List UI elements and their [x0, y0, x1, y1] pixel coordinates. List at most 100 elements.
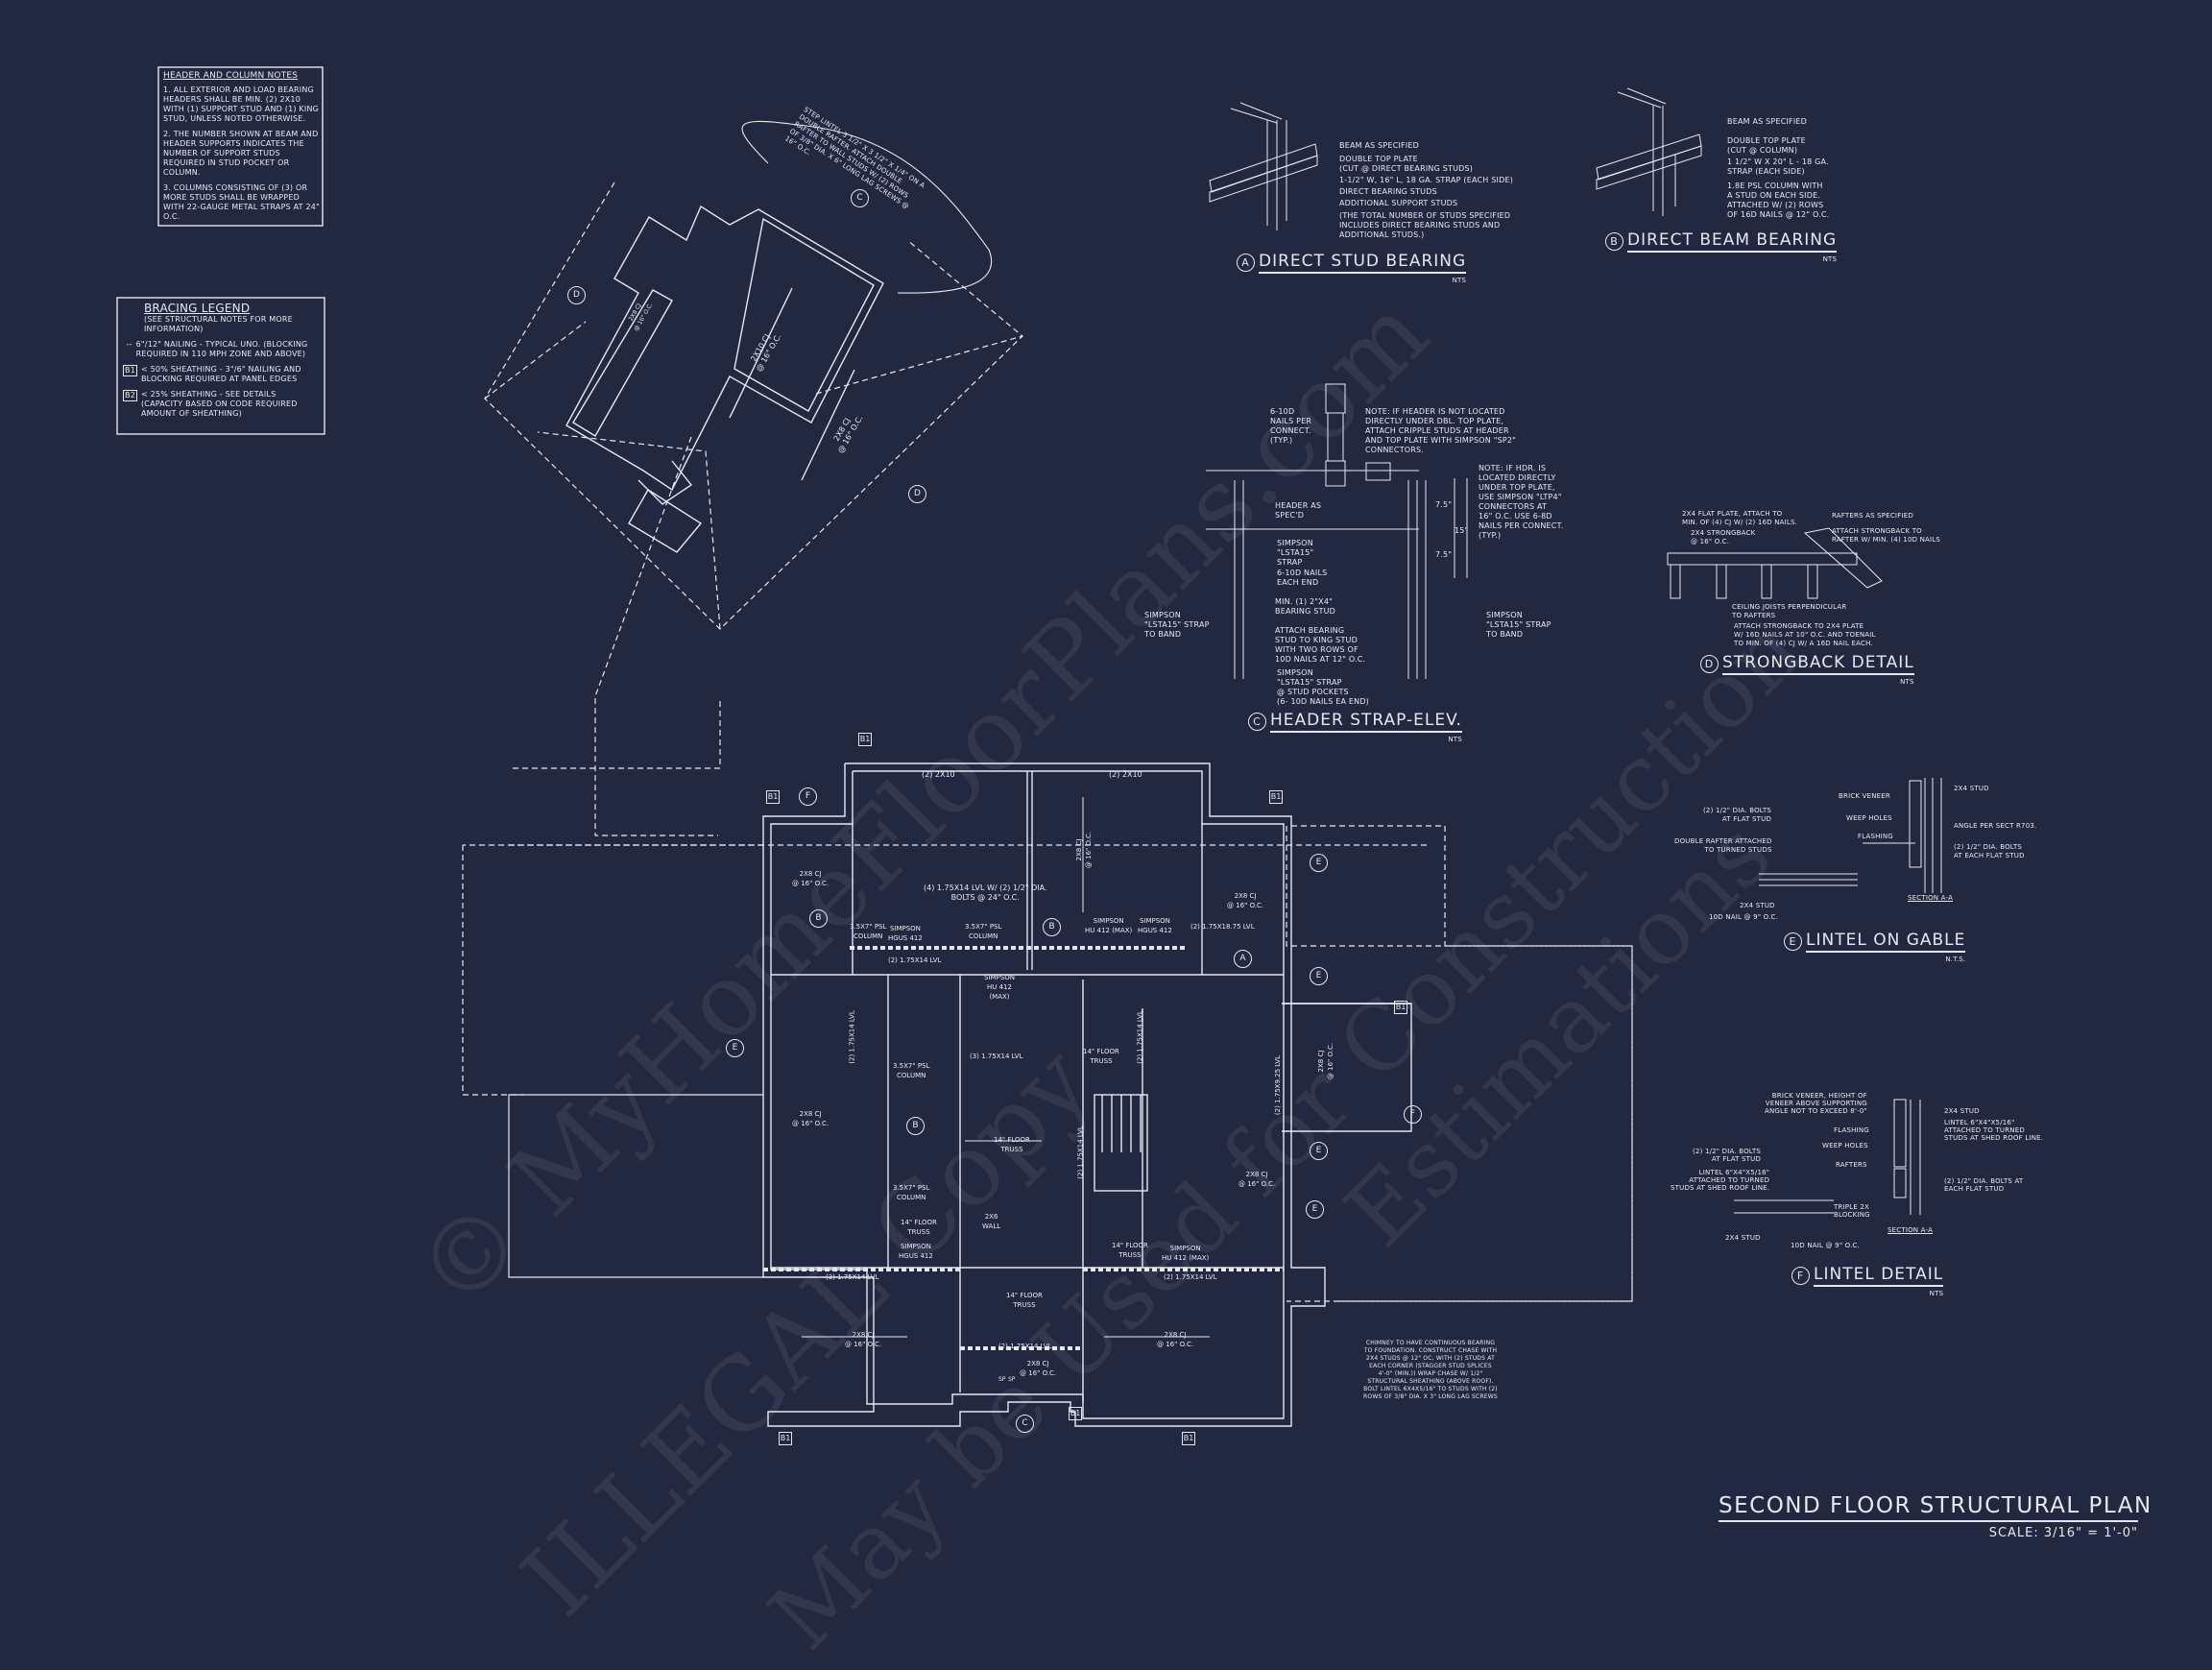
bracing-symbol-dash: --: [126, 340, 132, 349]
detail-e-2x4-stud-section: 2x4 STUD: [1954, 785, 1989, 792]
detail-d-bubble: D: [1700, 655, 1719, 673]
lower-roof-outline: [508, 1094, 763, 1278]
floor-truss-2-label: 14" FLOOR TRUSS: [901, 1219, 937, 1236]
cj-bed-left-label: 2x8 CJ @ 16" O.C.: [845, 1331, 882, 1348]
detail-f-lintel-left: LINTEL 6"x4"x5/16" ATTACHED TO TURNED ST…: [1671, 1169, 1770, 1192]
detail-a-callouts: BEAM AS SPECIFIED DOUBLE TOP PLATE (CUT …: [1339, 141, 1513, 240]
bracing-item-2: B1 < 50% SHEATHING - 3"/6" NAILING AND B…: [123, 365, 320, 384]
lvl-2-vert-4-label: (2) 1.75x9.25 LVL: [1274, 1054, 1283, 1116]
detail-f-title: F LINTEL DETAIL NTS: [1791, 1265, 1944, 1297]
lvl-2-vert-2-label: (2) 1.75x14 LVL: [1076, 1125, 1085, 1179]
bracing-legend: BRACING LEGEND (SEE STRUCTURAL NOTES FOR…: [123, 302, 320, 419]
floor-truss-3-label: 14" FLOOR TRUSS: [1006, 1292, 1043, 1309]
header-note-2: 2. THE NUMBER SHOWN AT BEAM AND HEADER S…: [163, 130, 319, 177]
detail-e-double-rafter: DOUBLE RAFTER ATTACHED TO TURNED STUDS: [1674, 837, 1772, 854]
detail-f-2x4-stud-section: 2x4 STUD: [1944, 1107, 1980, 1115]
detail-d-nts: NTS: [1900, 678, 1914, 686]
lvl-3-a-label: (3) 1.75x14 LVL: [970, 1053, 1023, 1060]
detail-e-2x4-stud: 2x4 STUD: [1740, 902, 1775, 909]
hgus-1-label: SIMPSON HGUS 412: [888, 925, 923, 942]
detail-c-title: C HEADER STRAP-ELEV. NTS: [1248, 711, 1462, 743]
bracing-symbol-b1: B1: [123, 365, 137, 376]
cj-main-right-label: 2x8 CJ @ 16" O.C.: [1075, 831, 1094, 869]
bracing-tag-b1-bottom-right: B1: [1182, 1432, 1195, 1445]
hu-max-1-label: SIMPSON HU 412 (MAX): [1085, 917, 1133, 934]
detail-c-note-sp2: NOTE: IF HEADER IS NOT LOCATED DIRECTLY …: [1365, 407, 1517, 454]
detail-f-nts: NTS: [1929, 1290, 1944, 1297]
cj-bath-right-label: 2x8 CJ @ 16" O.C.: [1227, 892, 1264, 909]
detail-f-lintel-right: LINTEL 6"x4"x5/16" ATTACHED TO TURNED ST…: [1944, 1119, 2044, 1142]
bubble-e-1: E: [1310, 854, 1328, 872]
detail-e-bubble: E: [1784, 932, 1802, 951]
detail-c-attach-bearing: ATTACH BEARING STUD TO KING STUD WITH TW…: [1275, 626, 1366, 664]
hgus-3-label: SIMPSON HGUS 412: [899, 1243, 933, 1260]
detail-f-brick-veneer: BRICK VENEER, HEIGHT OF VENEER ABOVE SUP…: [1765, 1092, 1867, 1115]
hgus-2-label: SIMPSON HGUS 412: [1138, 917, 1172, 934]
bubble-e-4: E: [1306, 1200, 1324, 1219]
detail-e-brick-veneer: BRICK VENEER: [1839, 792, 1890, 800]
bracing-tag-b1-bottom-left: B1: [779, 1432, 792, 1445]
detail-f-bubble: F: [1791, 1267, 1810, 1285]
chimney-note: CHIMNEY TO HAVE CONTINUOUS BEARING TO FO…: [1363, 1340, 1498, 1400]
detail-f-10d-nail: 10d NAIL @ 9" O.C.: [1791, 1242, 1861, 1249]
main-lvl-label: (4) 1.75x14 LVL W/ (2) 1/2" DIA. BOLTS @…: [924, 883, 1047, 902]
cj-r2-label: 2x8 CJ @ 16" O.C.: [1238, 1171, 1276, 1188]
lvl-2-b-label: (2) 1.75x14 LVL: [1164, 1273, 1217, 1281]
detail-c-bearing-stud: MIN. (1) 2"x4" BEARING STUD: [1275, 597, 1336, 616]
psl-column-4-label: 3.5x7" PSL COLUMN: [893, 1184, 930, 1201]
header-note-1: 1. ALL EXTERIOR AND LOAD BEARING HEADERS…: [163, 85, 320, 123]
detail-e-flashing: FLASHING: [1858, 833, 1893, 840]
bubble-f-top: F: [799, 787, 817, 806]
bubble-e-2: E: [1310, 967, 1328, 985]
detail-f-section-aa: SECTION A-A: [1887, 1226, 1934, 1234]
upper-plan-walls: [565, 205, 884, 553]
detail-d-flat-plate: 2x4 FLAT PLATE, ATTACH TO MIN. OF (4) CJ…: [1682, 510, 1798, 526]
lvl-2-vert-3-label: (2) 1.75x14 LVL: [1136, 1010, 1144, 1064]
wall-2x6-label: 2x6 WALL: [982, 1213, 1001, 1230]
detail-a-callout-additional-studs: ADDITIONAL SUPPORT STUDS: [1339, 199, 1458, 207]
detail-c-strap-to-band-left: SIMPSON "LSTA15" STRAP TO BAND: [1144, 611, 1210, 639]
detail-a-title: A DIRECT STUD BEARING NTS: [1237, 252, 1467, 284]
detail-e-bolts-flat-stud: (2) 1/2" DIA. BOLTS AT FLAT STUD: [1703, 807, 1772, 823]
detail-c-note-ltp4: NOTE: IF HDR. IS LOCATED DIRECTLY UNDER …: [1479, 464, 1564, 540]
bubble-a: A: [1234, 950, 1252, 968]
bracing-tag-b1-right: B1: [1269, 790, 1283, 804]
floor-truss-4-label: 14" FLOOR TRUSS: [1083, 1048, 1119, 1065]
detail-e-weep-holes: WEEP HOLES: [1846, 814, 1892, 822]
detail-d-title: D STRONGBACK DETAIL NTS: [1700, 653, 1914, 686]
bracing-item-1: -- 6"/12" NAILING - TYPICAL UNO. (BLOCKI…: [123, 340, 320, 359]
sheet-title: SECOND FLOOR STRUCTURAL PLAN: [1719, 1493, 2151, 1522]
detail-e-bolts-each-stud: (2) 1/2" DIA. BOLTS AT EACH FLAT STUD: [1954, 843, 2025, 859]
bubble-e-left: E: [726, 1039, 744, 1057]
main-roof-outline: [463, 825, 1633, 1302]
detail-d-strongback: 2x4 STRONGBACK @ 16" O.C.: [1691, 529, 1756, 545]
cj-closet-left-label: 2x8 CJ @ 16" O.C.: [792, 1110, 830, 1127]
psl-column-1-label: 3.5x7" PSL COLUMN: [850, 923, 887, 940]
sp-2-label: SP: [1008, 1376, 1016, 1383]
bracing-tag-b1-top: B1: [858, 733, 872, 746]
detail-a-callout-top-plate: DOUBLE TOP PLATE (CUT @ DIRECT BEARING S…: [1339, 155, 1474, 173]
detail-f-weep-holes: WEEP HOLES: [1822, 1142, 1868, 1150]
detail-d-rafters: RAFTERS AS SPECIFIED: [1832, 512, 1913, 520]
detail-f-drawing: [1734, 1099, 1921, 1215]
bracing-legend-frame: [116, 297, 325, 435]
detail-b-callout-psl: 1.8E PSL COLUMN WITH A STUD ON EACH SIDE…: [1727, 182, 1830, 219]
detail-c-nails-per-connect: 6-10d NAILS PER CONNECT. (TYP.): [1270, 407, 1312, 445]
bracing-tag-b1-entry: B1: [1069, 1407, 1082, 1420]
detail-c-simpson-strap: SIMPSON "LSTA15" STRAP: [1277, 539, 1314, 567]
detail-a-drawing: [1209, 102, 1318, 230]
bubble-f-right: F: [1404, 1105, 1422, 1124]
floor-truss-5-label: 14" FLOOR TRUSS: [1112, 1242, 1148, 1259]
detail-f-bolts-each-stud: (2) 1/2" DIA. BOLTS AT EACH FLAT STUD: [1944, 1177, 2024, 1193]
detail-e-section-aa: SECTION A-A: [1908, 894, 1954, 902]
bubble-c-entry: C: [1016, 1415, 1034, 1433]
cj-entry-label: 2x8 CJ @ 16" O.C.: [1020, 1360, 1057, 1377]
sheet-scale: SCALE: 3/16" = 1'-0": [1988, 1526, 2138, 1540]
detail-b-callouts: BEAM AS SPECIFIED DOUBLE TOP PLATE (CUT …: [1727, 117, 1829, 220]
bracing-text-2: < 50% SHEATHING - 3"/6" NAILING AND BLOC…: [140, 365, 301, 383]
hu-max-2-label: SIMPSON HU 412 (MAX): [984, 974, 1015, 1001]
psl-column-2-label: 3.5x7" PSL COLUMN: [965, 923, 1002, 940]
dimension-arrows: [802, 797, 1210, 1338]
detail-b-nts: NTS: [1822, 255, 1838, 263]
